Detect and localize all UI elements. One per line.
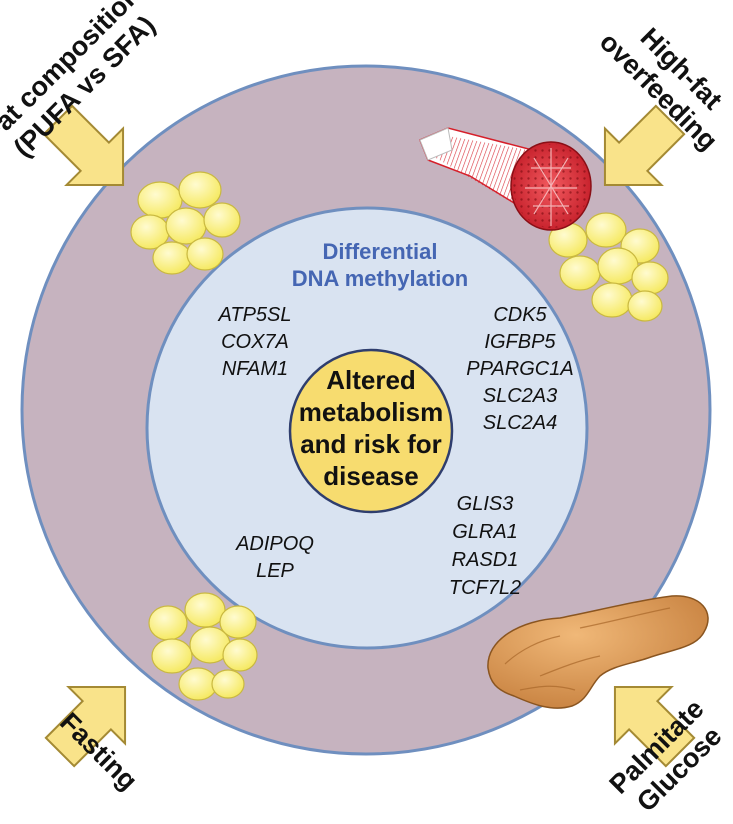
inner-title-line-2: DNA methylation bbox=[292, 266, 468, 291]
gene-label: IGFBP5 bbox=[484, 331, 556, 353]
gene-label: SLC2A4 bbox=[483, 412, 558, 434]
center-line-1: Altered bbox=[326, 365, 416, 395]
genes-lower-right: GLIS3 GLRA1 RASD1 TCF7L2 bbox=[449, 493, 521, 599]
gene-label: SLC2A3 bbox=[483, 385, 558, 407]
gene-label: COX7A bbox=[221, 331, 289, 353]
center-line-4: disease bbox=[323, 461, 418, 491]
arrow-bottom-right bbox=[613, 685, 696, 768]
gene-label: PPARGC1A bbox=[466, 358, 573, 380]
center-circle bbox=[288, 348, 454, 514]
gene-label: LEP bbox=[256, 560, 294, 582]
center-label: Altered metabolism and risk for disease bbox=[299, 365, 444, 491]
genes-lower-left: ADIPOQ LEP bbox=[235, 533, 314, 582]
inner-title: Differential DNA methylation bbox=[292, 239, 468, 291]
adipose-tissue-icon bbox=[130, 171, 241, 275]
center-line-3: and risk for bbox=[300, 429, 442, 459]
genes-upper-left: ATP5SL COX7A NFAM1 bbox=[218, 304, 292, 380]
gene-label: ADIPOQ bbox=[235, 533, 314, 555]
arrow-bottom-left bbox=[44, 685, 127, 768]
gene-label: GLRA1 bbox=[452, 521, 518, 543]
skeletal-muscle-icon bbox=[419, 127, 592, 231]
gene-label: GLIS3 bbox=[457, 493, 514, 515]
arrow-top-right bbox=[603, 104, 686, 187]
gene-label: RASD1 bbox=[452, 549, 519, 571]
gene-label: CDK5 bbox=[493, 304, 547, 326]
inner-title-line-1: Differential bbox=[323, 239, 438, 264]
pancreas-icon bbox=[487, 595, 709, 709]
genes-upper-right: CDK5 IGFBP5 PPARGC1A SLC2A3 SLC2A4 bbox=[466, 304, 573, 434]
adipose-tissue-icon bbox=[548, 212, 669, 322]
gene-label: ATP5SL bbox=[218, 304, 292, 326]
center-line-2: metabolism bbox=[299, 397, 444, 427]
gene-label: TCF7L2 bbox=[449, 577, 521, 599]
adipose-tissue-icon bbox=[148, 592, 258, 701]
arrow-top-left bbox=[42, 104, 125, 187]
gene-label: NFAM1 bbox=[222, 358, 288, 380]
